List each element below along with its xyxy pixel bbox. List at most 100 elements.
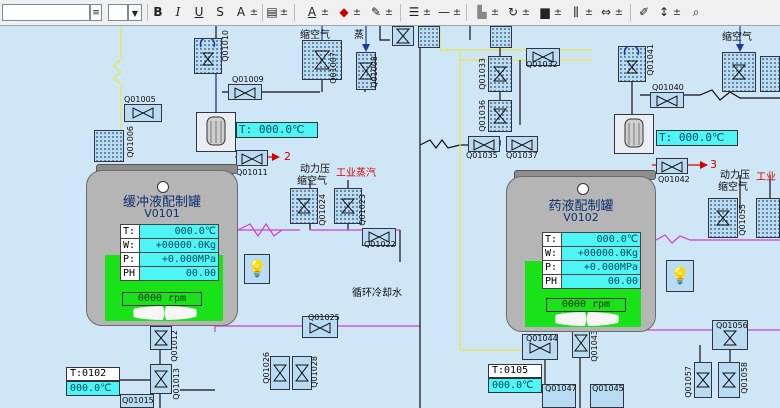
valve-q01008[interactable] [356,52,376,90]
underline-icon[interactable]: U [194,5,204,19]
italic-icon[interactable]: I [175,5,181,19]
valve-label: Q01055 [738,204,747,236]
valve-icon [656,95,678,107]
valve-q01037[interactable] [506,136,538,152]
font-size-dropdown-icon[interactable]: ± [249,7,259,18]
valve-q01035[interactable] [468,136,500,152]
rotate-dropdown[interactable]: ± [521,7,531,18]
align-dropdown-icon[interactable]: ± [279,7,289,18]
line-width-dropdown[interactable]: ± [452,7,462,18]
valve-q01036[interactable] [488,100,512,132]
font-size-dropdown[interactable]: ▼ [128,4,142,21]
line-style-dropdown[interactable]: ± [422,7,432,18]
valve-q01007[interactable] [302,40,342,80]
align-objects-dropdown[interactable]: ± [490,7,500,18]
layer-dropdown[interactable]: ± [553,7,563,18]
valve-q01025[interactable] [302,316,338,338]
valve-top-right-3[interactable] [490,26,512,48]
tank2-temperature: 000.0℃ [561,232,641,247]
tank1-title: 缓冲液配制罐 [122,195,201,210]
font-color-dropdown[interactable]: ± [320,7,330,18]
power-pressure-label: 动力压 [300,164,330,175]
valve-q01041[interactable] [618,44,646,82]
compressed-air-label: 缩空气 [718,182,748,193]
lamp-icon[interactable]: 💡 [244,254,270,284]
layer-icon[interactable]: ▆ [540,5,550,19]
valve-right-top-a[interactable] [722,52,756,92]
valve-icon [529,342,551,354]
valve-q01033[interactable] [488,56,512,92]
valve-q01013[interactable] [150,364,172,394]
valve-right-top-b[interactable] [760,56,780,92]
valve-q01006[interactable] [94,130,124,162]
valve-q01026[interactable] [270,356,290,390]
valve-q01047[interactable] [542,384,576,408]
valve-q01056[interactable] [712,320,748,350]
valve-q01028[interactable] [292,356,312,390]
fill-color-icon[interactable]: ◆ [339,5,349,19]
valve-right-mid-b[interactable] [756,198,780,238]
line-color-dropdown[interactable]: ± [384,7,394,18]
agitator-motor-2[interactable] [614,114,654,154]
valve-q01010[interactable] [194,36,222,74]
valve-q01045[interactable] [590,384,624,408]
cooling-water-label: 循环冷却水 [352,288,402,299]
valve-q01042[interactable] [656,158,688,174]
format-painter-icon[interactable]: ✐ [638,5,650,19]
valve-q01043[interactable] [572,330,590,358]
line-width-icon[interactable]: — [438,5,450,19]
distribute-dropdown[interactable]: ± [584,7,594,18]
valve-q01024[interactable] [290,188,318,224]
valve-icon [715,210,731,226]
text-size-icon[interactable]: ↕ [658,5,670,19]
valve-q01040[interactable] [650,92,684,108]
arrow-icon [700,161,708,169]
valve-q01011[interactable] [236,150,268,166]
space-icon[interactable]: ⇔ [600,5,612,19]
valve-q01055[interactable] [708,198,738,238]
valve-q01044[interactable] [522,334,558,360]
text-size-dropdown[interactable]: ± [672,7,682,18]
industrial-steam-label: 工业 [756,172,776,183]
valve-label: Q01022 [364,240,396,249]
valve-top-right-1[interactable] [392,26,414,46]
valve-label: Q01006 [126,126,135,158]
fill-color-dropdown[interactable]: ± [352,7,362,18]
zoom-icon[interactable]: ⌕ [692,5,700,19]
font-list-button[interactable]: ≡ [90,4,102,21]
t0105-label: T:0105 [488,364,542,378]
valve-label: Q01036 [478,100,487,132]
valve-icon [368,231,390,243]
font-size-input[interactable] [108,4,128,21]
valve-q01032[interactable] [526,48,560,66]
agitator-motor-1[interactable] [196,112,236,152]
valve-icon [492,66,508,82]
font-name-input[interactable] [2,4,90,21]
lamp-icon[interactable]: 💡 [666,260,694,292]
align-left-icon[interactable]: ▤ [266,5,278,19]
valve-q01023[interactable] [334,188,362,224]
valve-q01009[interactable] [228,84,262,100]
tank1-ph: 00.00 [139,266,219,281]
valve-q01012[interactable] [150,326,172,350]
line-color-icon[interactable]: ✎ [370,5,382,19]
valve-icon [473,139,495,151]
rotate-icon[interactable]: ↻ [507,5,519,19]
valve-q01058[interactable] [718,362,740,398]
align-objects-icon[interactable]: ▙ [477,5,487,19]
strikethrough-icon[interactable]: S [216,5,224,19]
distribute-icon[interactable]: ⫼ [573,5,579,19]
font-size-icon[interactable]: A [236,5,246,19]
tank1-bubbles [126,306,202,320]
arrow-label: 3 [710,158,717,171]
bold-icon[interactable]: B [153,5,163,19]
space-dropdown[interactable]: ± [614,7,624,18]
valve-top-right-2[interactable] [418,26,440,48]
valve-q01057[interactable] [694,362,712,398]
industrial-steam-label: 工业蒸汽 [336,168,376,179]
valve-q01022[interactable] [362,228,396,246]
valve-label: Q01012 [170,330,179,362]
line-style-icon[interactable]: ☰ [408,5,420,19]
font-color-icon[interactable]: A [307,5,317,19]
valve-q01005[interactable] [124,104,162,122]
